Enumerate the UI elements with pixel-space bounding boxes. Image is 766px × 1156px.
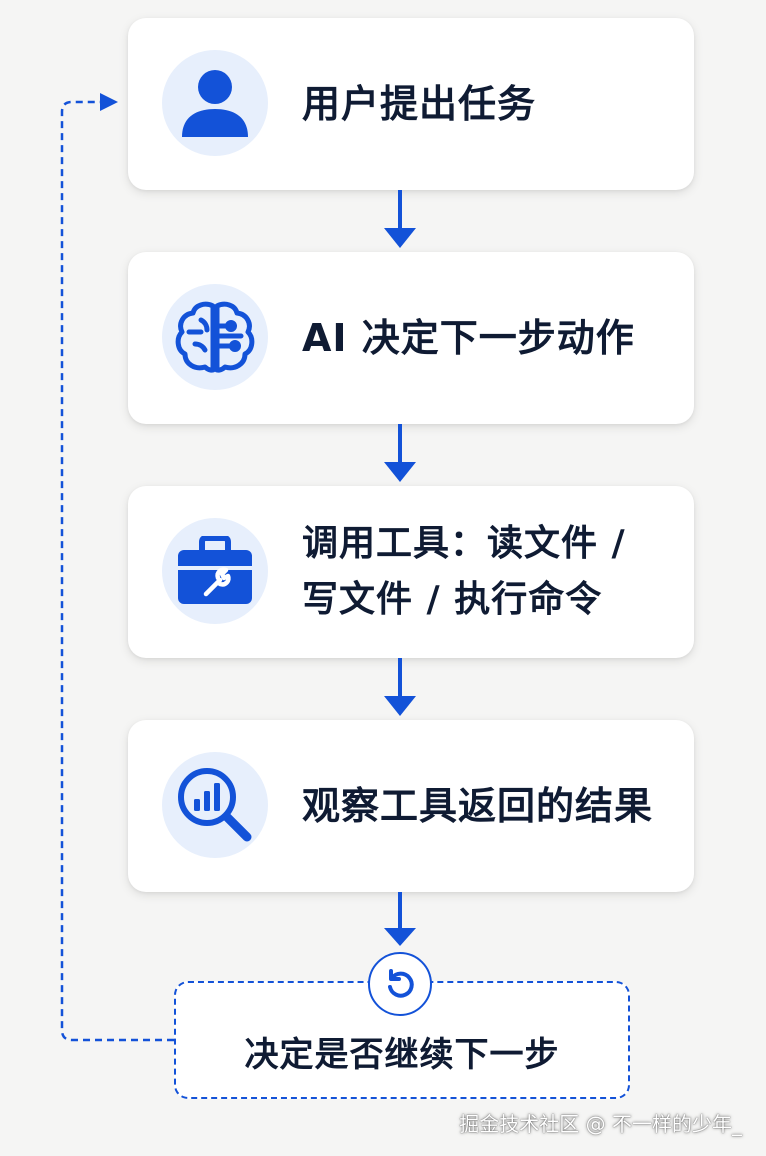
step-label: 用户提出任务 bbox=[302, 82, 537, 126]
step-label: 观察工具返回的结果 bbox=[302, 784, 654, 828]
arrow-down-icon bbox=[384, 658, 416, 716]
arrow-down-icon bbox=[384, 892, 416, 946]
user-icon bbox=[162, 50, 268, 156]
decision-label: 决定是否继续下一步 bbox=[244, 1035, 560, 1075]
step-label: AI 决定下一步动作 bbox=[302, 316, 635, 360]
step-label: 调用工具：读文件 / 写文件 / 执行命令 bbox=[302, 486, 670, 658]
step-card-user-task: 用户提出任务 bbox=[128, 18, 694, 190]
step-card-ai-decide: AI 决定下一步动作 bbox=[128, 252, 694, 424]
brain-icon bbox=[162, 284, 268, 390]
step-label-line-2: 写文件 / 执行命令 bbox=[302, 579, 603, 620]
arrow-down-icon bbox=[384, 424, 416, 482]
step-card-call-tools: 调用工具：读文件 / 写文件 / 执行命令 bbox=[128, 486, 694, 658]
toolbox-icon bbox=[162, 518, 268, 624]
search-chart-icon bbox=[162, 752, 268, 858]
step-label-line-1: 调用工具：读文件 / bbox=[302, 523, 626, 564]
step-card-observe-results: 观察工具返回的结果 bbox=[128, 720, 694, 892]
watermark: 掘金技术社区 @ 不一样的少年_ bbox=[459, 1112, 742, 1136]
decision-box: 决定是否继续下一步 bbox=[174, 981, 630, 1099]
arrow-down-icon bbox=[384, 190, 416, 248]
restart-icon bbox=[368, 952, 432, 1016]
